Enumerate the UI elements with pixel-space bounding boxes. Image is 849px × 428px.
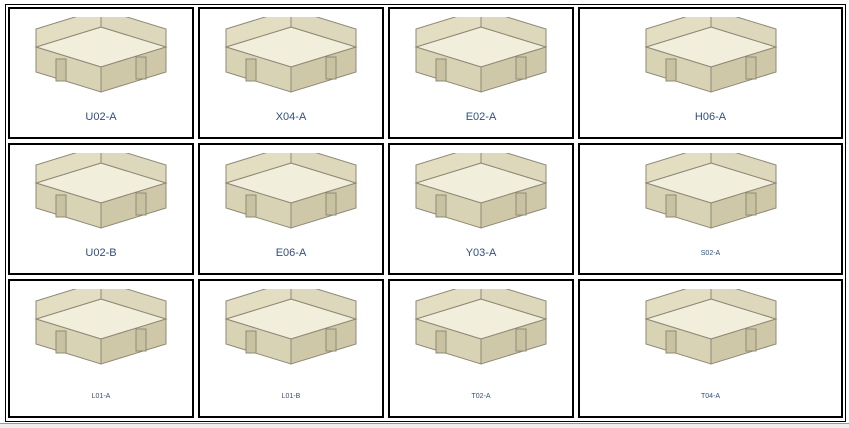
product-card[interactable]: U02-A [8,7,194,139]
product-code: U02-B [85,247,117,259]
workstation-image [34,289,168,365]
catalog-frame [5,4,846,422]
product-code: Y03-A [465,247,497,259]
status-bar [0,423,849,428]
product-code: L01-A [91,393,111,400]
product-card[interactable]: U02-B [8,143,194,275]
product-code: T02-A [471,393,491,400]
product-code: X04-A [275,111,307,123]
product-card[interactable]: E06-A [198,143,384,275]
product-code: U02-A [85,111,117,123]
product-code: E02-A [465,111,497,123]
workstation-image [224,17,358,93]
workstation-image [643,289,778,365]
product-code: T04-A [700,393,721,400]
product-grid: U02-A X04-A E02-A H06-A U02-B E06-A Y03-… [8,7,843,419]
workstation-image [643,153,778,229]
product-card[interactable]: T04-A [578,279,843,418]
workstation-image [34,153,168,229]
workstation-image [224,153,358,229]
product-card[interactable]: S02-A [578,143,843,275]
workstation-image [224,289,358,365]
product-card[interactable]: H06-A [578,7,843,139]
workstation-image [414,289,548,365]
product-code: S02-A [700,250,721,257]
product-card[interactable]: T02-A [388,279,574,418]
workstation-image [34,17,168,93]
product-card[interactable]: Y03-A [388,143,574,275]
product-code: H06-A [694,111,727,123]
workstation-image [414,17,548,93]
product-code: L01-B [281,393,301,400]
product-card[interactable]: X04-A [198,7,384,139]
product-card[interactable]: E02-A [388,7,574,139]
product-code: E06-A [275,247,307,259]
product-card[interactable]: L01-A [8,279,194,418]
product-card[interactable]: L01-B [198,279,384,418]
workstation-image [643,17,778,93]
workstation-image [414,153,548,229]
